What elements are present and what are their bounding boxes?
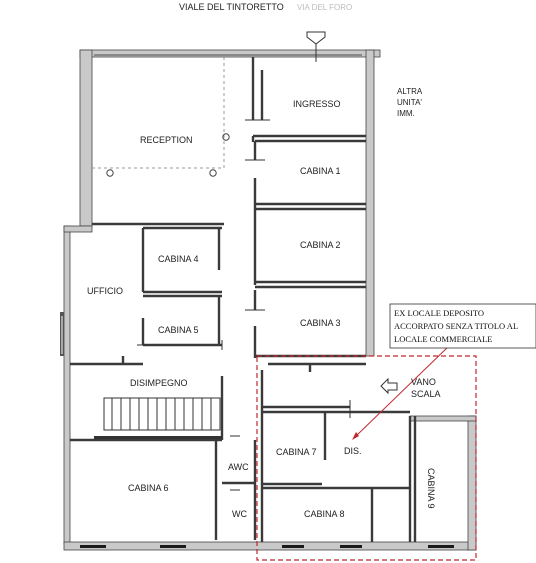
- left-wall-openings: [60, 312, 64, 356]
- altra-line-3: IMM.: [397, 109, 415, 118]
- label-cabina-5: CABINA 5: [158, 325, 199, 335]
- label-ufficio: UFFICIO: [87, 286, 123, 296]
- street-label-faded: VIA DEL FORO: [297, 3, 352, 12]
- label-cabina-6: CABINA 6: [128, 483, 169, 493]
- label-cabina-1: CABINA 1: [300, 166, 341, 176]
- vano-scala-arrow-icon: [380, 377, 398, 395]
- label-cabina-2: CABINA 2: [300, 240, 341, 250]
- label-cabina-3: CABINA 3: [300, 318, 341, 328]
- note-line-3: LOCALE COMMERCIALE: [394, 334, 492, 344]
- reception-columns: [106, 133, 230, 177]
- note-box: EX LOCALE DEPOSITO ACCORPATO SENZA TITOL…: [389, 303, 536, 349]
- altra-line-2: UNITA': [397, 98, 422, 107]
- bottom-windows: [80, 545, 454, 548]
- street-label: VIALE DEL TINTORETTO: [179, 2, 284, 12]
- label-vano: VANO: [411, 377, 436, 387]
- room-labels: RECEPTION INGRESSO CABINA 1 CABINA 2 CAB…: [87, 99, 441, 519]
- note-line-2: ACCORPATO SENZA TITOLO AL: [394, 321, 518, 331]
- label-awc: AWC: [228, 462, 249, 472]
- note-line-1: EX LOCALE DEPOSITO: [394, 308, 484, 318]
- altra-unita-label: ALTRA UNITA' IMM.: [397, 87, 423, 118]
- altra-line-1: ALTRA: [397, 87, 423, 96]
- label-cabina-8: CABINA 8: [304, 509, 345, 519]
- label-ingresso: INGRESSO: [293, 99, 341, 109]
- label-cabina-9: CABINA 9: [426, 468, 436, 509]
- top-window-band: [94, 44, 362, 62]
- ex-deposito-highlight: [256, 355, 477, 561]
- label-cabina-7: CABINA 7: [276, 447, 317, 457]
- label-reception: RECEPTION: [140, 135, 193, 145]
- label-scala: SCALA: [411, 389, 441, 399]
- label-cabina-4: CABINA 4: [158, 254, 199, 264]
- label-disimpegno: DISIMPEGNO: [130, 378, 188, 388]
- staircase: [94, 397, 222, 439]
- label-dis: DIS.: [344, 446, 362, 456]
- door-marks: [137, 119, 351, 491]
- label-wc: WC: [232, 509, 247, 519]
- interior-walls: [70, 57, 417, 542]
- entrance-arrow-icon: [306, 31, 326, 45]
